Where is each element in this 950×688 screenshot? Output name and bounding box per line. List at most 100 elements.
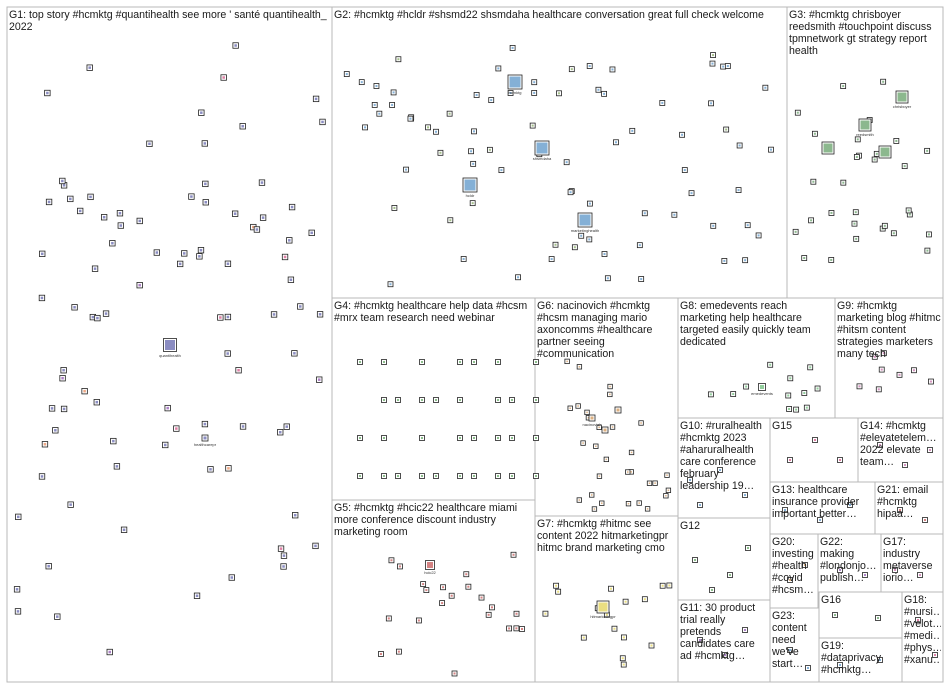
g5-node-fill [390, 559, 392, 561]
g5-node-fill [380, 653, 382, 655]
g4-node-fill [535, 361, 537, 363]
g1-node-fill [175, 427, 178, 430]
g8-hub-node-fill [760, 385, 764, 389]
g4-node-fill [435, 475, 437, 477]
g1-node-fill [279, 431, 282, 434]
g1-node-fill [204, 423, 207, 426]
group-label-g16: G16 [821, 594, 900, 606]
group-label-g13: G13: healthcare insurance provider impor… [772, 484, 873, 520]
g1-node-fill [103, 216, 106, 219]
g2-node-fill [500, 169, 502, 171]
g2-node-fill [571, 68, 573, 70]
g3-node-fill [842, 85, 844, 87]
g6-node-fill [601, 502, 603, 504]
g2-hub-node-fill [580, 215, 591, 226]
g4-node-fill [535, 475, 537, 477]
g1-node-fill [17, 610, 20, 613]
g4-node-fill [497, 361, 499, 363]
g5-node-fill [425, 589, 427, 591]
g5-hub-node-fill [427, 562, 433, 568]
g2-node-fill [597, 89, 599, 91]
g1-node-fill [222, 76, 225, 79]
small-group-node-fill [729, 574, 731, 576]
g1-node-fill [231, 576, 234, 579]
g4-node-fill [397, 475, 399, 477]
g2-node-fill [405, 169, 407, 171]
g3-node-fill [904, 165, 906, 167]
g4-node-fill [459, 361, 461, 363]
g6-node-fill [586, 412, 588, 414]
group-label-g20: G20: investing #health #covid #hcsm… [772, 536, 816, 596]
node-label-g7_hub: hitmarketingpr [590, 614, 616, 619]
g2-node-fill [449, 219, 451, 221]
g1-node-fill [61, 377, 64, 380]
g6-node-fill [666, 474, 668, 476]
g3-hub-node-fill [881, 148, 890, 157]
g1-node-fill [299, 305, 302, 308]
g1-node-fill [16, 588, 19, 591]
small-group-node-fill [711, 589, 713, 591]
g1-node-fill [284, 256, 287, 259]
g3-node-fill [855, 211, 857, 213]
g6-node-fill [609, 394, 611, 396]
g6-hub-node-fill [617, 409, 620, 412]
g7-node-fill [613, 628, 615, 630]
g3-node-fill [876, 153, 878, 155]
g2-node-fill [770, 149, 772, 151]
g1-node-fill [41, 253, 44, 256]
g1-node-fill [112, 440, 115, 443]
node-label-g2_hub4: hcmktg [509, 90, 522, 95]
g1-node-fill [227, 316, 230, 319]
g1-node-fill [166, 407, 169, 410]
g1-node-fill [315, 98, 318, 101]
g2-node-fill [512, 47, 514, 49]
g1-node-fill [226, 352, 229, 355]
small-group-node-fill [744, 494, 746, 496]
g3-node-fill [909, 213, 911, 215]
g1-node-fill [282, 565, 285, 568]
g3-node-fill [855, 238, 857, 240]
g6-node-fill [579, 499, 581, 501]
g1-node-fill [41, 475, 44, 478]
g3-node-fill [857, 138, 859, 140]
g3-node-fill [803, 257, 805, 259]
g2-node-fill [640, 278, 642, 280]
g1-node-fill [319, 313, 322, 316]
g1-node-fill [148, 143, 151, 146]
g7-node-fill [555, 585, 557, 587]
g6-node-fill [627, 471, 629, 473]
g4-node-fill [359, 361, 361, 363]
g5-node-fill [422, 583, 424, 585]
g6-node-fill [594, 508, 596, 510]
g6-node-fill [668, 490, 670, 492]
g8-node-fill [817, 388, 819, 390]
group-label-g22: G22: making #londonjo… publish… [820, 536, 879, 584]
g3-node-fill [884, 225, 886, 227]
g6-node-fill [665, 495, 667, 497]
g6-hub-node-fill [604, 429, 607, 432]
g2-node-fill [497, 67, 499, 69]
g2-node-fill [378, 113, 380, 115]
group-label-g12: G12 [680, 520, 768, 532]
g1-node-fill [290, 279, 293, 282]
g6-node-fill [628, 503, 630, 505]
g2-node-fill [470, 150, 472, 152]
g8-node-fill [732, 393, 734, 395]
g7-node-fill [583, 637, 585, 639]
g4-node-fill [397, 399, 399, 401]
g6-node-fill [647, 508, 649, 510]
g3-node-fill [830, 212, 832, 214]
g1-node-fill [205, 201, 208, 204]
g1-node-fill [89, 196, 92, 199]
g7-node-fill [625, 601, 627, 603]
g1-node-fill [256, 228, 259, 231]
g2-node-fill [473, 130, 475, 132]
g2-node-fill [615, 141, 617, 143]
g5-node-fill [399, 565, 401, 567]
group-label-g2: G2: #hcmktg #hcldr #shsmd22 shsmdaha hea… [334, 9, 785, 21]
g1-node-fill [105, 312, 108, 315]
g1-node-fill [96, 317, 99, 320]
g1-node-fill [138, 284, 141, 287]
g1-node-fill [83, 390, 86, 393]
g3-node-fill [908, 209, 910, 211]
